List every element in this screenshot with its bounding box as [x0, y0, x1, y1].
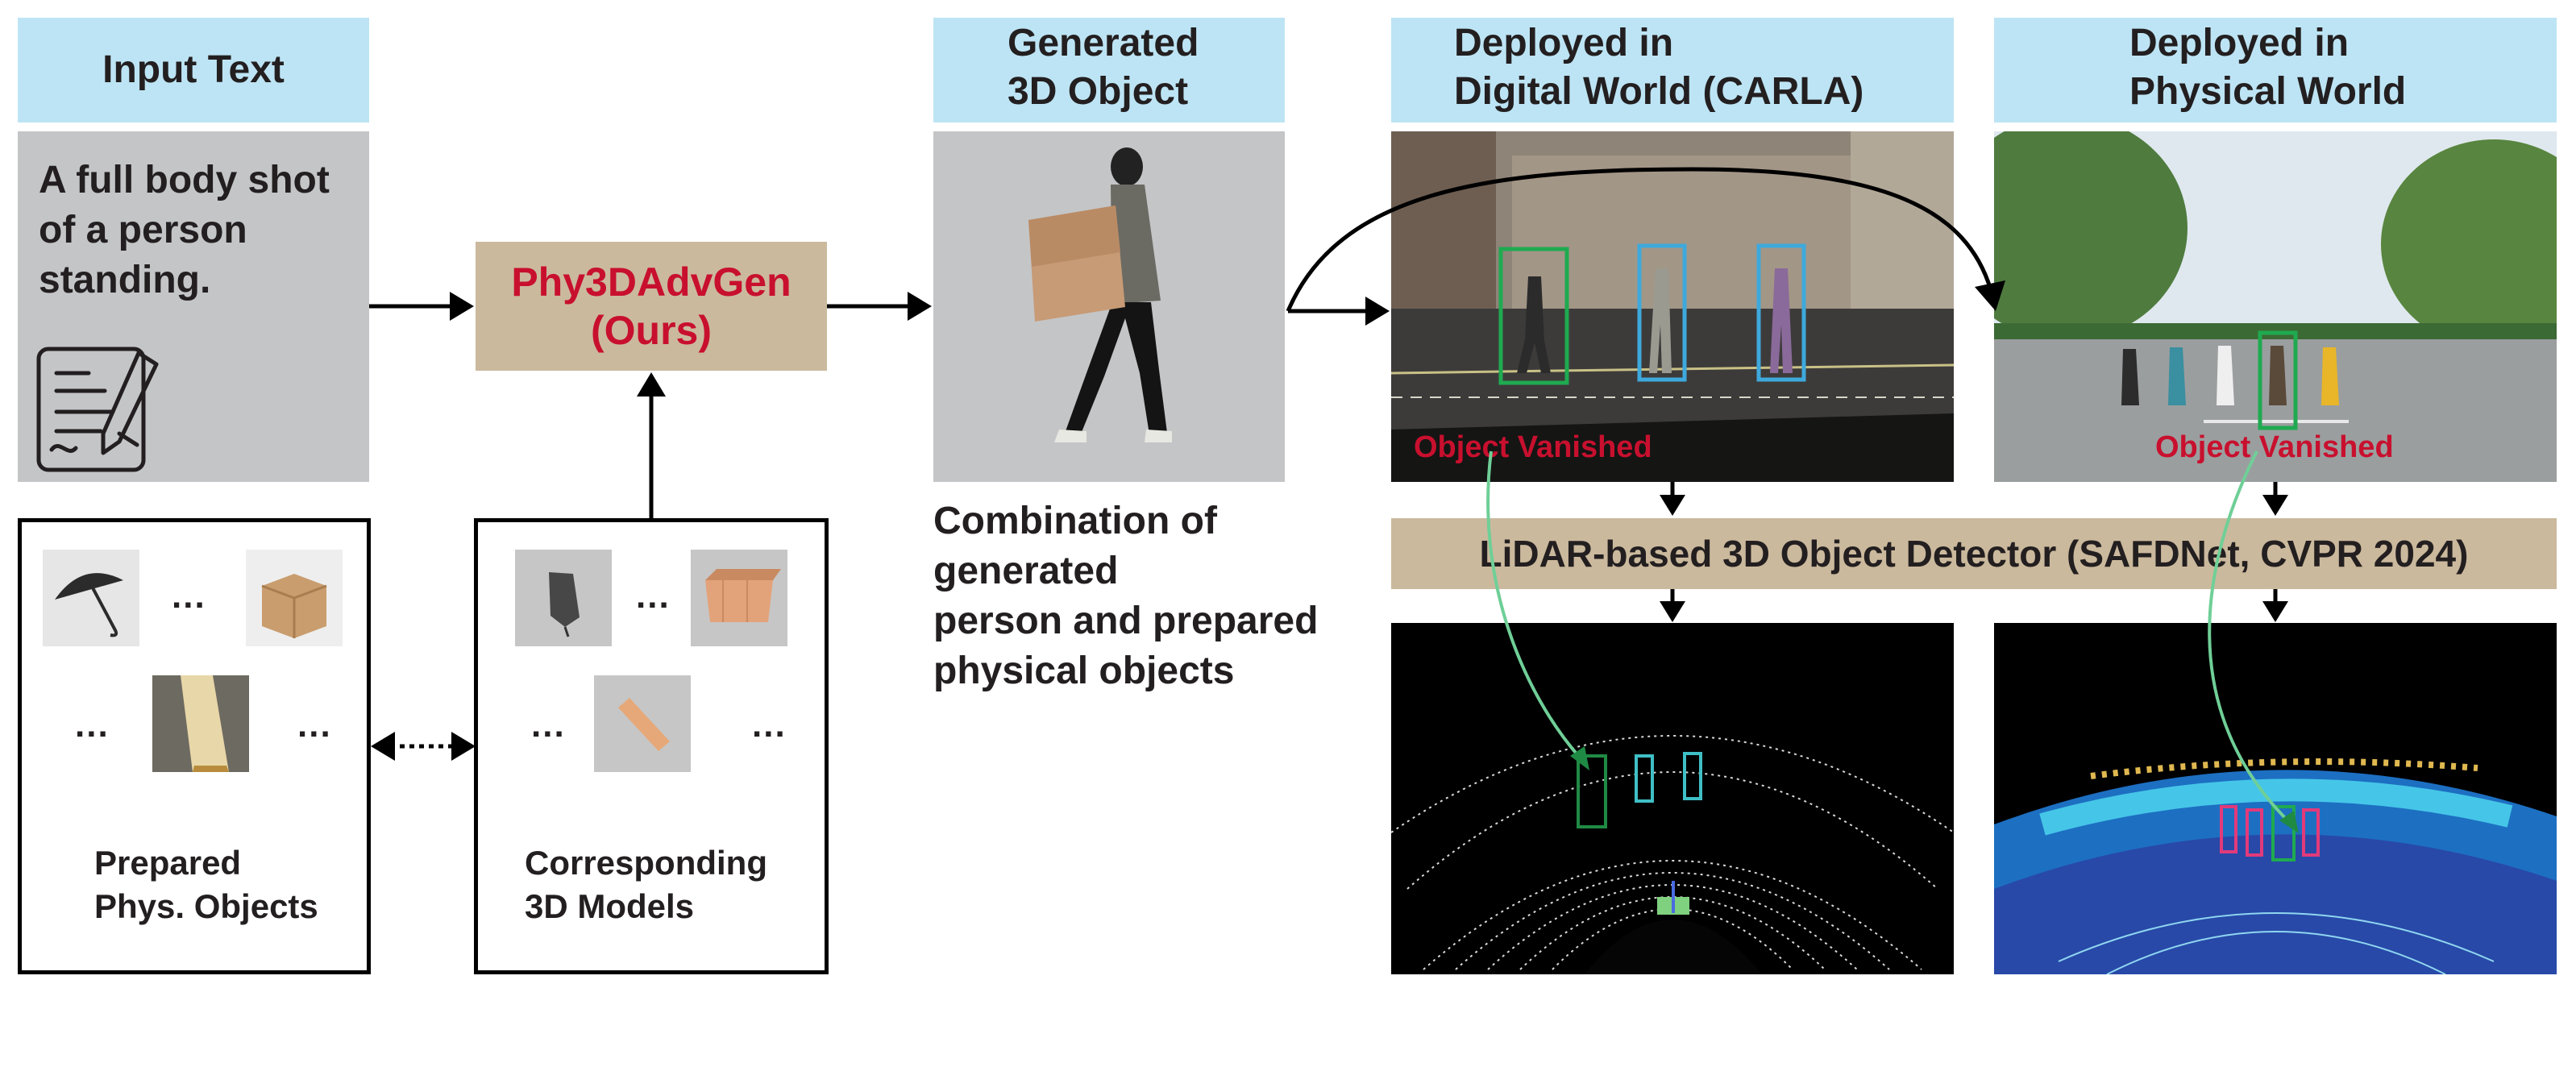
models-box: ... ... ... Corresponding 3D Models [474, 518, 829, 974]
arrow-generated-to-deployments [1286, 167, 2005, 326]
arrow-digital-to-detector [1660, 482, 1685, 516]
ellipsis: ... [172, 576, 206, 616]
wooden-board-photo [152, 675, 249, 772]
generated-caption-line4: physical objects [933, 650, 1235, 692]
digital-header-line1: Deployed in [1454, 22, 1674, 64]
physical-lidar-view [1994, 623, 2557, 974]
arrow-models-to-generator [637, 372, 666, 518]
physical-street-photo: Object Vanished [1994, 131, 2557, 482]
prepared-objects-label: Prepared Phys. Objects [94, 841, 318, 928]
ellipsis: ... [531, 705, 566, 745]
umbrella-photo [43, 550, 139, 646]
generator-box: Phy3DAdvGen (Ours) [476, 242, 827, 371]
digital-lidar-view [1391, 623, 1954, 974]
generator-tag: (Ours) [591, 308, 712, 353]
arrow-detector-to-digital-lidar [1660, 589, 1685, 622]
person-carrying-box-figure [1028, 147, 1172, 442]
carla-street-scene: Object Vanished [1391, 131, 1954, 482]
arrow-generator-to-generated [827, 292, 932, 321]
digital-header: Deployed in Digital World (CARLA) [1391, 18, 1954, 122]
input-text-header: Input Text [18, 18, 369, 122]
models-label-line1: Corresponding [525, 844, 767, 882]
generated-caption-line1: Combination of [933, 500, 1217, 542]
digital-header-line2: Digital World (CARLA) [1454, 70, 1864, 113]
prepared-objects-box: ... ... ... Prepared Phys. Objects [18, 518, 371, 974]
ellipsis: ... [636, 576, 671, 616]
physical-point-cloud [1994, 758, 2557, 974]
generated-header-line2: 3D Object [1008, 70, 1189, 113]
arrow-detector-to-physical-lidar [2262, 589, 2288, 622]
input-text-panel: A full body shot of a person standing. [18, 131, 369, 482]
physical-header-line1: Deployed in [2129, 22, 2350, 64]
generated-caption-line2: generated [933, 550, 1119, 592]
physical-vanished-label: Object Vanished [2155, 430, 2394, 464]
ellipsis: ... [752, 705, 787, 745]
ellipsis: ... [75, 705, 110, 745]
generator-name: Phy3DAdvGen [511, 259, 791, 305]
cardboard-box-photo [246, 550, 343, 646]
digital-vanished-label: Object Vanished [1414, 430, 1652, 464]
digital-point-cloud [1391, 735, 1954, 974]
prepared-objects-label-line2: Phys. Objects [94, 887, 318, 925]
green-link-digital [1486, 450, 1589, 770]
board-model [594, 675, 691, 772]
prepared-objects-label-line1: Prepared [94, 844, 242, 882]
document-pen-icon [36, 347, 159, 472]
carla-scene-render [1391, 131, 1954, 482]
generated-caption-line3: person and prepared [933, 600, 1319, 642]
models-label-line2: 3D Models [525, 887, 695, 925]
arrow-objects-models-dotted [371, 732, 476, 761]
box-model [691, 550, 787, 646]
green-link-physical [2208, 450, 2299, 833]
ellipsis: ... [297, 705, 332, 745]
generated-caption: Combination of generated person and prep… [933, 496, 1352, 696]
arrow-input-to-generator [369, 292, 474, 321]
generated-header: Generated 3D Object [933, 18, 1285, 122]
physical-header-line2: Physical World [2129, 70, 2407, 113]
prompt-text: A full body shot of a person standing. [39, 159, 330, 301]
umbrella-model [515, 550, 612, 646]
generated-header-line1: Generated [1008, 22, 1199, 64]
arrow-physical-to-detector [2262, 482, 2288, 516]
models-label: Corresponding 3D Models [525, 841, 767, 928]
detector-label: LiDAR-based 3D Object Detector (SAFDNet,… [1479, 533, 2469, 575]
physical-scene-photo [1994, 131, 2557, 482]
physical-header: Deployed in Physical World [1994, 18, 2557, 122]
detector-bar: LiDAR-based 3D Object Detector (SAFDNet,… [1391, 518, 2557, 589]
generated-person-image [933, 131, 1285, 482]
input-text-header-label: Input Text [102, 48, 285, 91]
